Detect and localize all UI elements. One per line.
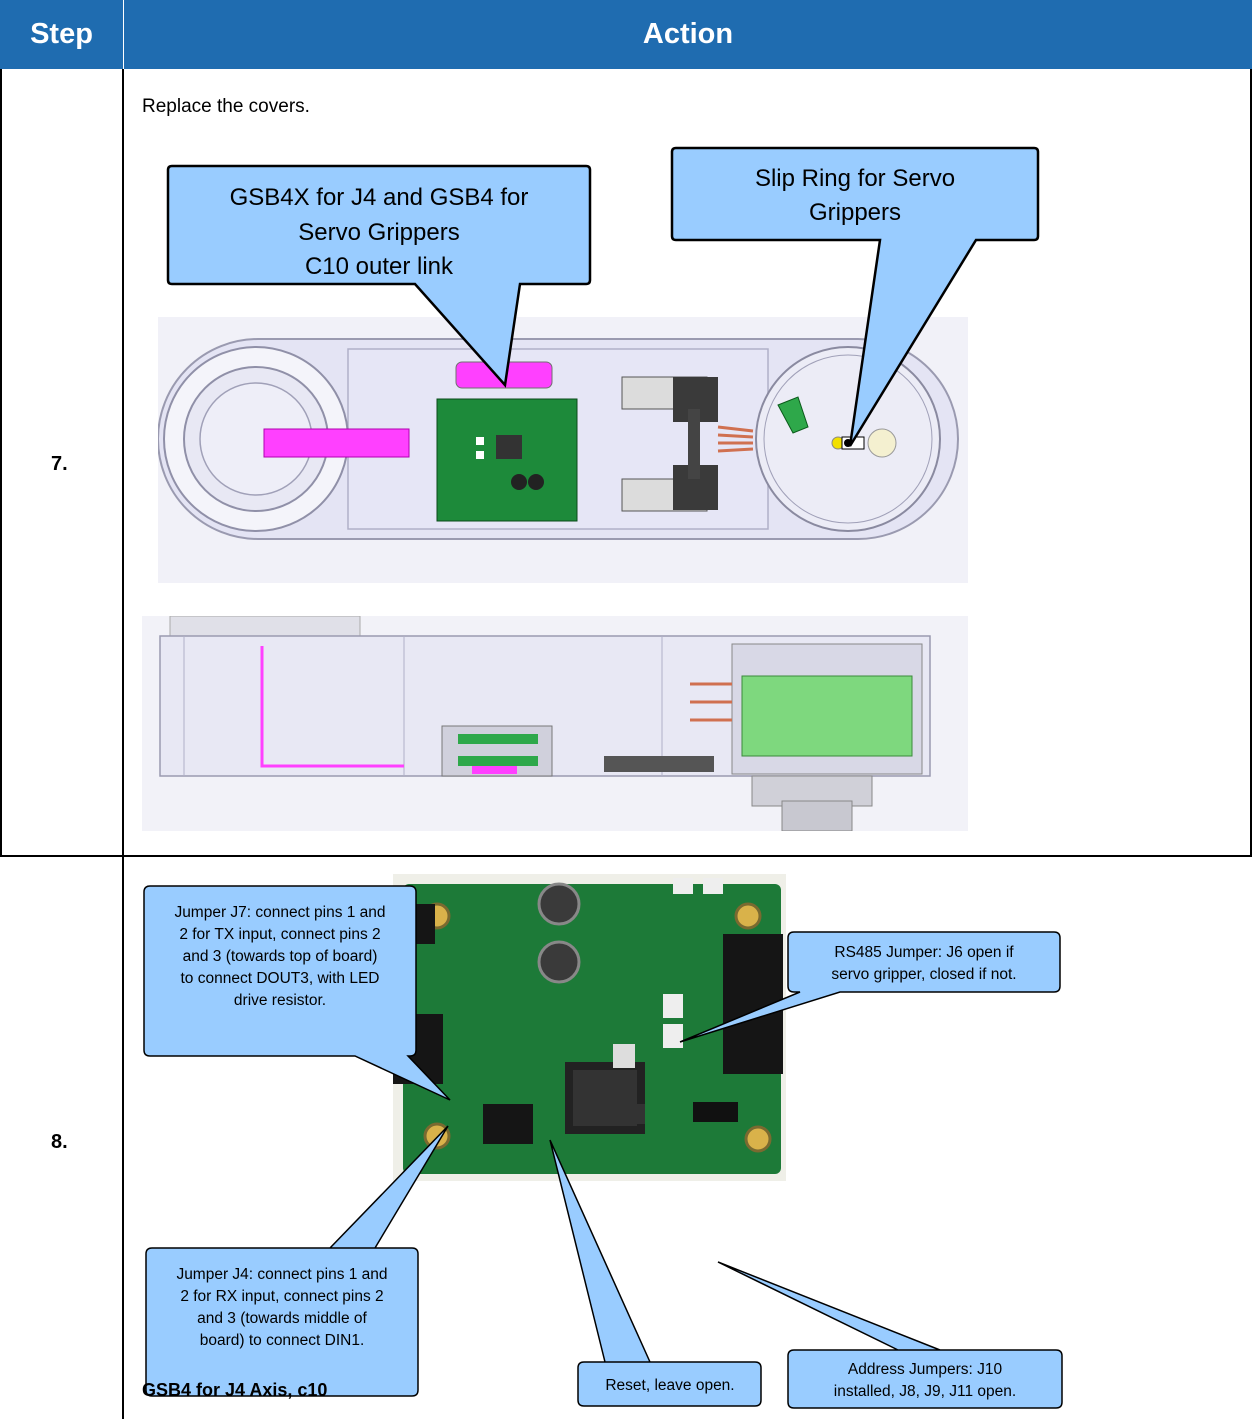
- j7-line-1: Jumper J7: connect pins 1 and: [174, 904, 385, 921]
- j7-line-3: and 3 (towards top of board): [183, 948, 378, 965]
- j7-line-4: to connect DOUT3, with LED: [181, 970, 380, 987]
- j4-line-2: 2 for RX input, connect pins 2: [180, 1288, 383, 1305]
- rs485-line-1: RS485 Jumper: J6 open if: [834, 944, 1014, 961]
- step-8-callouts: Jumper J7: connect pins 1 and 2 for TX i…: [143, 885, 1063, 1409]
- slip-ring-callout-line-2: Grippers: [809, 199, 901, 226]
- slip-ring-callout: [670, 146, 1040, 447]
- slip-ring-callout-line-1: Slip Ring for Servo: [755, 165, 955, 192]
- gsb-callout-line-2: Servo Grippers: [298, 219, 459, 246]
- row-divider: [0, 855, 1252, 857]
- address-line-2: installed, J8, J9, J11 open.: [834, 1383, 1016, 1400]
- arm-side-view-drawing: [142, 616, 968, 831]
- gsb-callout: [166, 164, 592, 388]
- header-action: Action: [124, 0, 1252, 69]
- gsb-callout-line-3: C10 outer link: [305, 253, 454, 280]
- rs485-line-2: servo gripper, closed if not.: [831, 966, 1016, 983]
- j7-line-5: drive resistor.: [234, 992, 326, 1009]
- step-7-callouts: GSB4X for J4 and GSB4 for Servo Grippers…: [166, 146, 1040, 447]
- arm-top-view-drawing: [158, 317, 968, 583]
- reset-callout: [549, 1139, 762, 1407]
- gsb4-board-photo: [393, 874, 786, 1181]
- step-7-instruction: Replace the covers.: [142, 96, 310, 117]
- rs485-callout: [679, 931, 1061, 1043]
- address-callout: [717, 1261, 1063, 1409]
- step-number-8: 8.: [51, 1131, 68, 1153]
- j4-line-1: Jumper J4: connect pins 1 and: [176, 1266, 387, 1283]
- board-caption: GSB4 for J4 Axis, c10: [142, 1380, 328, 1400]
- j7-line-2: 2 for TX input, connect pins 2: [179, 926, 380, 943]
- step-number-7: 7.: [51, 453, 68, 475]
- header-step: Step: [0, 0, 123, 69]
- j4-line-4: board) to connect DIN1.: [200, 1332, 365, 1349]
- address-line-1: Address Jumpers: J10: [848, 1361, 1003, 1378]
- table-border-left: [0, 69, 2, 856]
- column-divider: [122, 69, 124, 1419]
- table-border-right: [1250, 69, 1252, 856]
- j4-line-3: and 3 (towards middle of: [197, 1310, 367, 1327]
- reset-line-1: Reset, leave open.: [605, 1377, 734, 1394]
- j7-callout: [143, 885, 451, 1101]
- gsb-callout-line-1: GSB4X for J4 and GSB4 for: [230, 184, 529, 211]
- j4-callout: [145, 1125, 449, 1397]
